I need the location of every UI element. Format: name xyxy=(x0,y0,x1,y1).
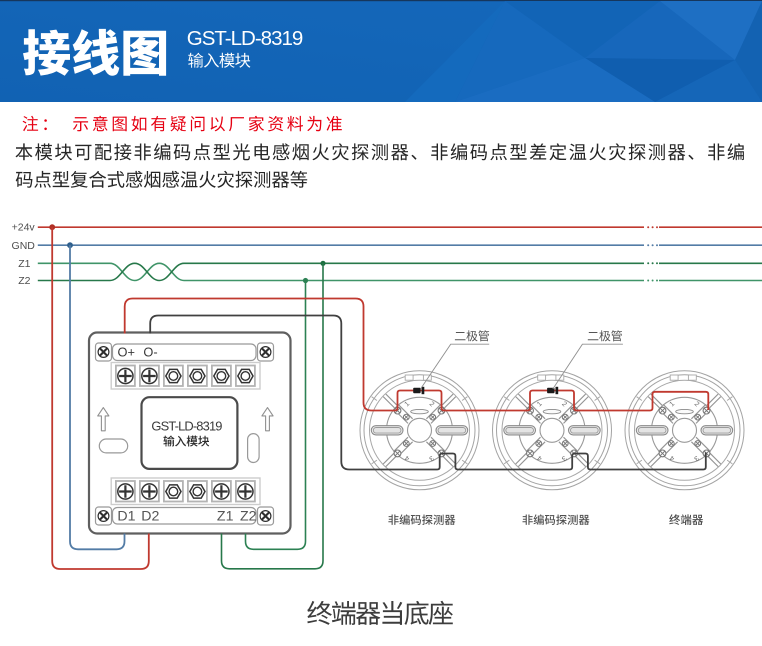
svg-text:GST-LD-8319: GST-LD-8319 xyxy=(151,419,222,434)
svg-text:O+: O+ xyxy=(118,345,135,360)
svg-text:GND: GND xyxy=(12,240,36,252)
svg-text:Z2: Z2 xyxy=(240,509,257,525)
svg-text:Z1: Z1 xyxy=(217,509,234,525)
svg-text:Z2: Z2 xyxy=(18,275,30,287)
svg-text:D2: D2 xyxy=(141,509,159,525)
svg-text:Z1: Z1 xyxy=(18,258,30,270)
svg-text:D1: D1 xyxy=(117,509,135,525)
svg-text:O-: O- xyxy=(143,345,157,360)
svg-text:+24v: +24v xyxy=(12,222,36,234)
svg-text:GST-LD-8319: GST-LD-8319 xyxy=(187,27,303,50)
